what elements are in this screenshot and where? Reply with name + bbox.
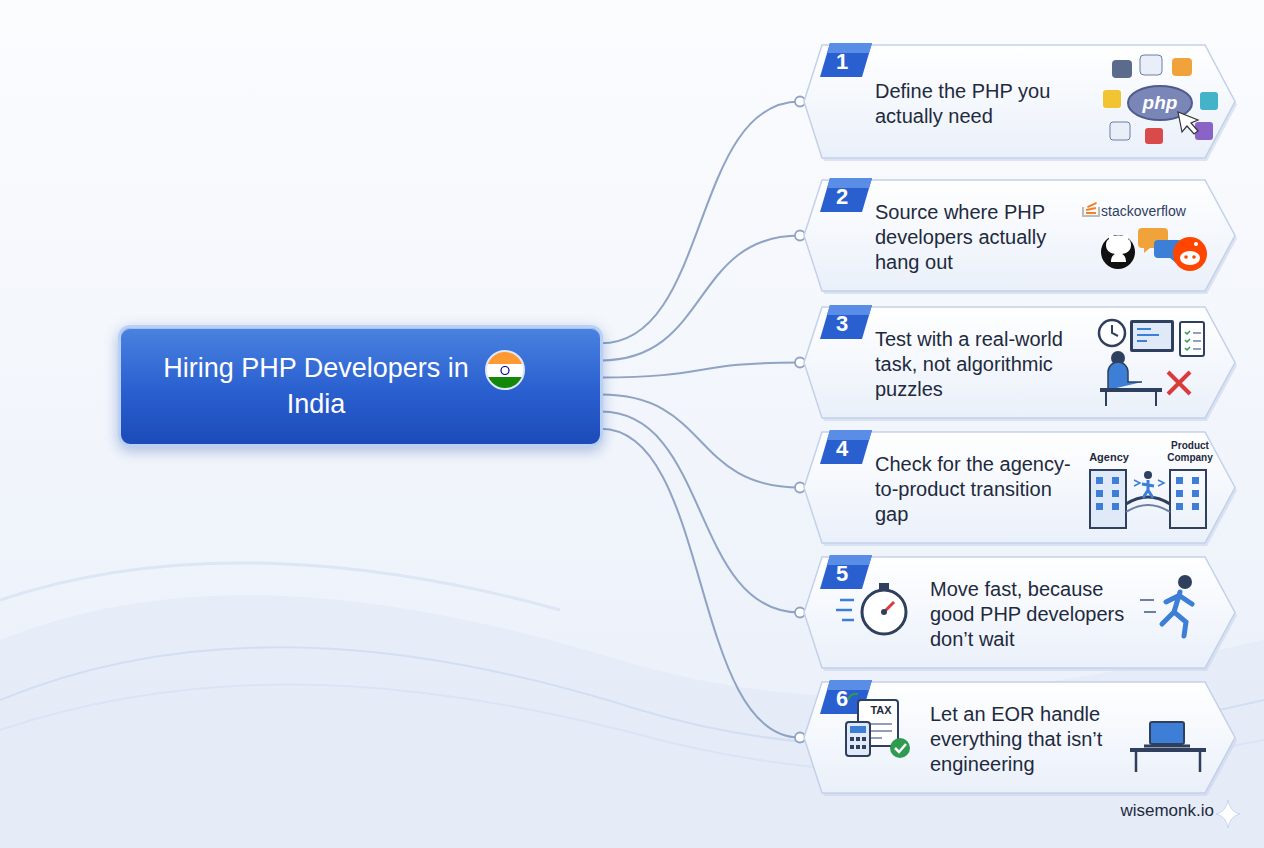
step-box: Let an EOR handle everything that isn’t …	[800, 682, 1237, 793]
connector-line	[601, 102, 800, 344]
connector	[601, 395, 805, 493]
step-shape	[804, 557, 1235, 668]
callout-number: 4	[820, 434, 864, 464]
watermark: wisemonk.io	[1104, 801, 1214, 821]
step-box: Test with a real-world task, not algorit…	[800, 307, 1237, 418]
tech-cluster-icon	[1103, 55, 1218, 144]
step-label: Let an EOR handle everything that isn’t …	[930, 702, 1140, 777]
callout-number: 5	[820, 559, 864, 589]
number-tab	[820, 305, 872, 339]
india-flag	[484, 350, 526, 391]
step-label: Source where PHP developers actually han…	[875, 200, 1090, 275]
connector-line	[601, 363, 800, 378]
connector-line	[601, 395, 800, 488]
community-icons	[1083, 202, 1207, 271]
connector-line	[601, 236, 800, 361]
callout-number: 1	[820, 47, 864, 77]
tax-desk-icons	[846, 694, 1206, 772]
step-label: Test with a real-world task, not algorit…	[875, 327, 1090, 402]
step-shape	[804, 45, 1235, 158]
sparkle	[1216, 800, 1240, 828]
connector	[601, 231, 805, 361]
transition-bridge-icon	[1090, 470, 1206, 528]
callout-number: 2	[820, 182, 864, 212]
step-label: Check for the agency-to-product transiti…	[875, 452, 1090, 527]
number-tab	[820, 555, 872, 589]
number-tab-highlight	[827, 305, 872, 315]
step-label: Define the PHP you actually need	[875, 79, 1090, 129]
connector	[601, 412, 805, 618]
step-box: Source where PHP developers actually han…	[800, 180, 1237, 291]
number-tab-highlight	[827, 555, 872, 565]
number-tab	[820, 43, 872, 77]
number-tab	[820, 178, 872, 212]
topic-title: Hiring PHP Developers in India	[151, 350, 481, 422]
topic-box: Hiring PHP Developers in India	[118, 325, 603, 447]
number-tab	[820, 680, 872, 714]
step-shape	[804, 180, 1235, 291]
developer-task-icon	[1099, 320, 1204, 406]
number-tab	[820, 430, 872, 464]
number-tab-highlight	[827, 178, 872, 188]
number-tab-highlight	[827, 430, 872, 440]
connector	[601, 97, 805, 344]
step-box: Check for the agency-to-product transiti…	[800, 432, 1237, 543]
number-tab-highlight	[827, 43, 872, 53]
callout-number: 6	[820, 684, 864, 714]
step-shape	[804, 682, 1235, 793]
connector	[601, 429, 805, 743]
connector	[601, 358, 805, 378]
step-shape	[804, 307, 1235, 418]
step-box: Define the PHP you actually need 1	[800, 45, 1237, 158]
step-box: Move fast, because good PHP developers d…	[800, 557, 1237, 668]
step-shape	[804, 432, 1235, 543]
step-label: Move fast, because good PHP developers d…	[930, 577, 1145, 652]
number-tab-highlight	[827, 680, 872, 690]
speed-icons	[836, 575, 1192, 636]
connector-line	[601, 429, 800, 738]
callout-number: 3	[820, 309, 864, 339]
